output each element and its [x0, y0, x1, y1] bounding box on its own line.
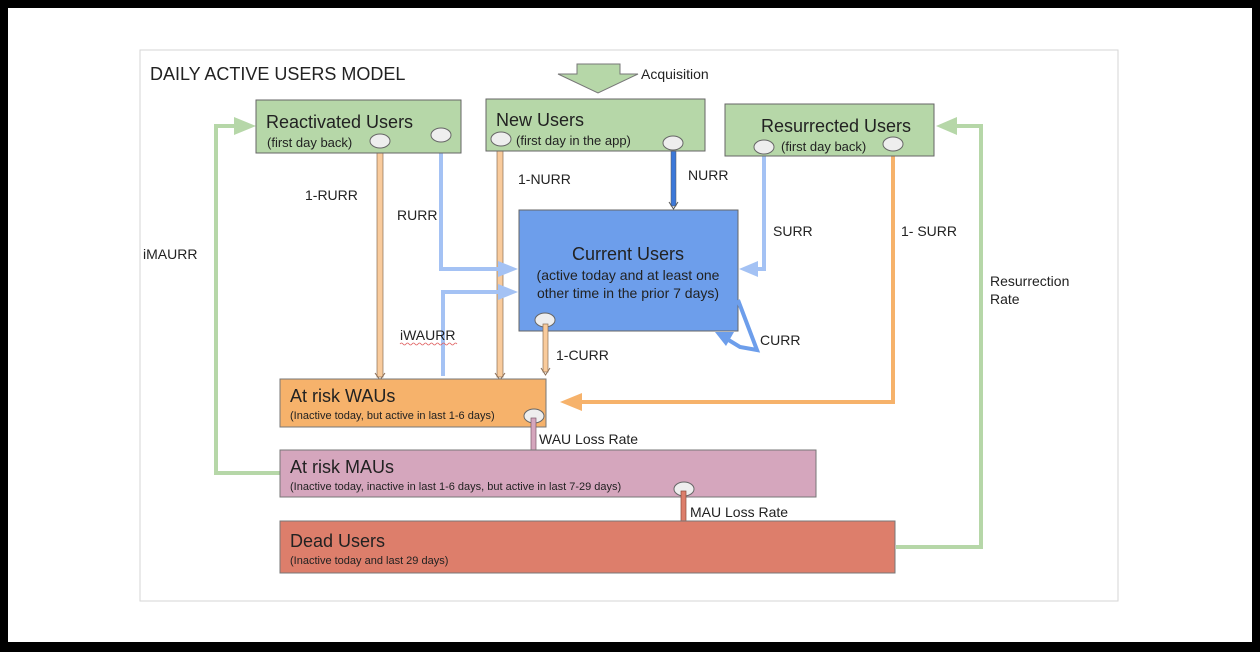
label-one-surr: 1- SURR [901, 223, 957, 239]
box-resurrected-title: Resurrected Users [761, 116, 911, 136]
surr-edge [739, 150, 766, 277]
box-mau-sub: (Inactive today, inactive in last 1-6 da… [290, 481, 621, 493]
label-wau-loss-rate: WAU Loss Rate [539, 431, 638, 447]
acquisition-arrow-icon [557, 63, 639, 94]
label-imaurr: iMAURR [143, 246, 197, 262]
acquisition-label: Acquisition [641, 66, 709, 82]
connector-icon [490, 131, 512, 147]
label-curr: CURR [760, 332, 800, 348]
label-nurr: NURR [688, 167, 728, 183]
label-surr: SURR [773, 223, 813, 239]
box-dead-sub: (Inactive today and last 29 days) [290, 555, 448, 567]
box-at-risk-waus: At risk WAUs (Inactive today, but active… [279, 378, 547, 428]
one-surr-edge [560, 150, 895, 411]
rurr-edge [439, 143, 518, 277]
box-reactivated-sub: (first day back) [267, 135, 352, 150]
resurrection-edge [896, 117, 983, 549]
box-current-users: Current Users (active today and at least… [518, 209, 739, 332]
box-wau-sub: (Inactive today, but active in last 1-6 … [290, 410, 495, 422]
label-one-curr: 1-CURR [556, 347, 609, 363]
connector-icon [882, 136, 904, 152]
box-at-risk-maus: At risk MAUs (Inactive today, inactive i… [279, 449, 817, 498]
box-mau-title: At risk MAUs [290, 457, 394, 477]
connector-icon [430, 127, 452, 143]
box-dead-users: Dead Users (Inactive today and last 29 d… [279, 520, 896, 574]
box-resurrected-users: Resurrected Users (first day back) [724, 103, 935, 157]
box-new-users: New Users (first day in the app) [485, 98, 706, 152]
box-resurrected-sub: (first day back) [781, 139, 866, 154]
box-new-title: New Users [496, 110, 584, 130]
box-wau-title: At risk WAUs [290, 386, 395, 406]
label-mau-loss-rate: MAU Loss Rate [690, 504, 788, 520]
box-current-sub2: other time in the prior 7 days) [537, 285, 719, 301]
iwaurr-edge [441, 284, 518, 376]
spellcheck-underline [399, 342, 458, 346]
diagram-title: DAILY ACTIVE USERS MODEL [150, 64, 405, 84]
label-rurr: RURR [397, 207, 437, 223]
box-dead-title: Dead Users [290, 531, 385, 551]
box-current-sub1: (active today and at least one [537, 267, 720, 283]
connector-icon [662, 135, 684, 151]
label-resurrection-rate-line2: Rate [990, 291, 1020, 307]
box-reactivated-users: Reactivated Users (first day back) [255, 99, 462, 154]
label-iwaurr: iWAURR [400, 327, 455, 343]
imaurr-edge [214, 117, 281, 475]
label-one-nurr: 1-NURR [518, 171, 571, 187]
box-new-sub: (first day in the app) [516, 133, 631, 148]
label-one-rurr: 1-RURR [305, 187, 358, 203]
one-curr-edge [540, 323, 551, 376]
label-resurrection-rate-line1: Resurrection [990, 273, 1069, 289]
box-reactivated-title: Reactivated Users [266, 112, 413, 132]
connector-icon [369, 133, 391, 149]
curr-edge [715, 299, 761, 353]
connector-icon [753, 139, 775, 155]
box-current-title: Current Users [572, 244, 684, 264]
